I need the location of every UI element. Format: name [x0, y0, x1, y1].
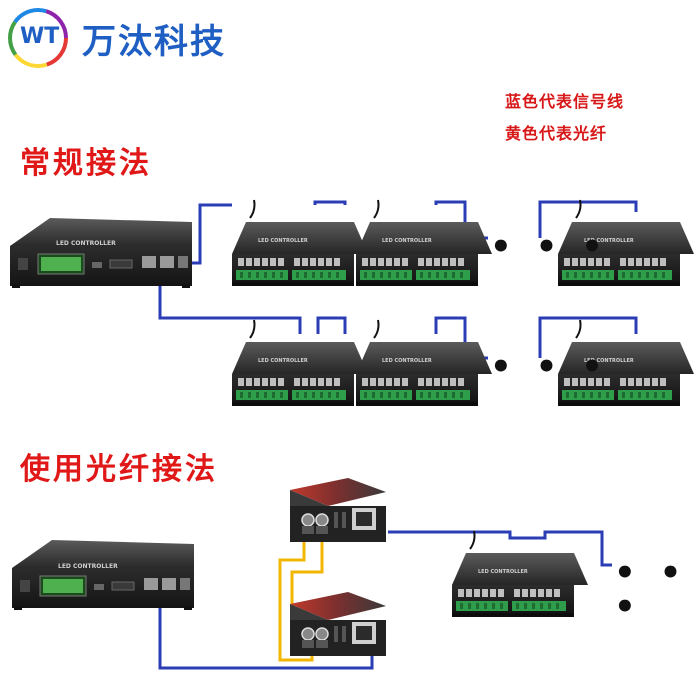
main-controller-label: LED CONTROLLER [56, 240, 116, 247]
legend-fiber: 黄色代表光纤 [505, 124, 608, 143]
continuation-dots: • • • [490, 227, 609, 267]
main-controller-label: LED CONTROLLER [58, 563, 118, 570]
brand-name: 万汰科技 [82, 22, 226, 62]
logo-text: WT [20, 24, 60, 49]
sub-controller-label: LED CONTROLLER [258, 238, 308, 244]
legend-signal: 蓝色代表信号线 [505, 92, 625, 111]
section-title-fiber: 使用光纤接法 [20, 452, 218, 487]
main-controller-icon [9, 217, 193, 289]
sub-controller-label: LED CONTROLLER [478, 569, 528, 575]
main-controller-icon [11, 539, 195, 611]
sub-controller-label: LED CONTROLLER [382, 238, 432, 244]
fiber-converter-icon [289, 477, 387, 543]
sub-controller-label: LED CONTROLLER [584, 238, 634, 244]
sub-controller-label: LED CONTROLLER [584, 358, 634, 364]
continuation-dots: • • • [614, 553, 688, 627]
wt-logo-icon [8, 8, 68, 68]
section-title-normal: 常规接法 [20, 146, 152, 181]
sub-controller-label: LED CONTROLLER [258, 358, 308, 364]
sub-controller-label: LED CONTROLLER [382, 358, 432, 364]
continuation-dots: • • • [490, 347, 609, 387]
fiber-converter-icon [289, 591, 387, 657]
